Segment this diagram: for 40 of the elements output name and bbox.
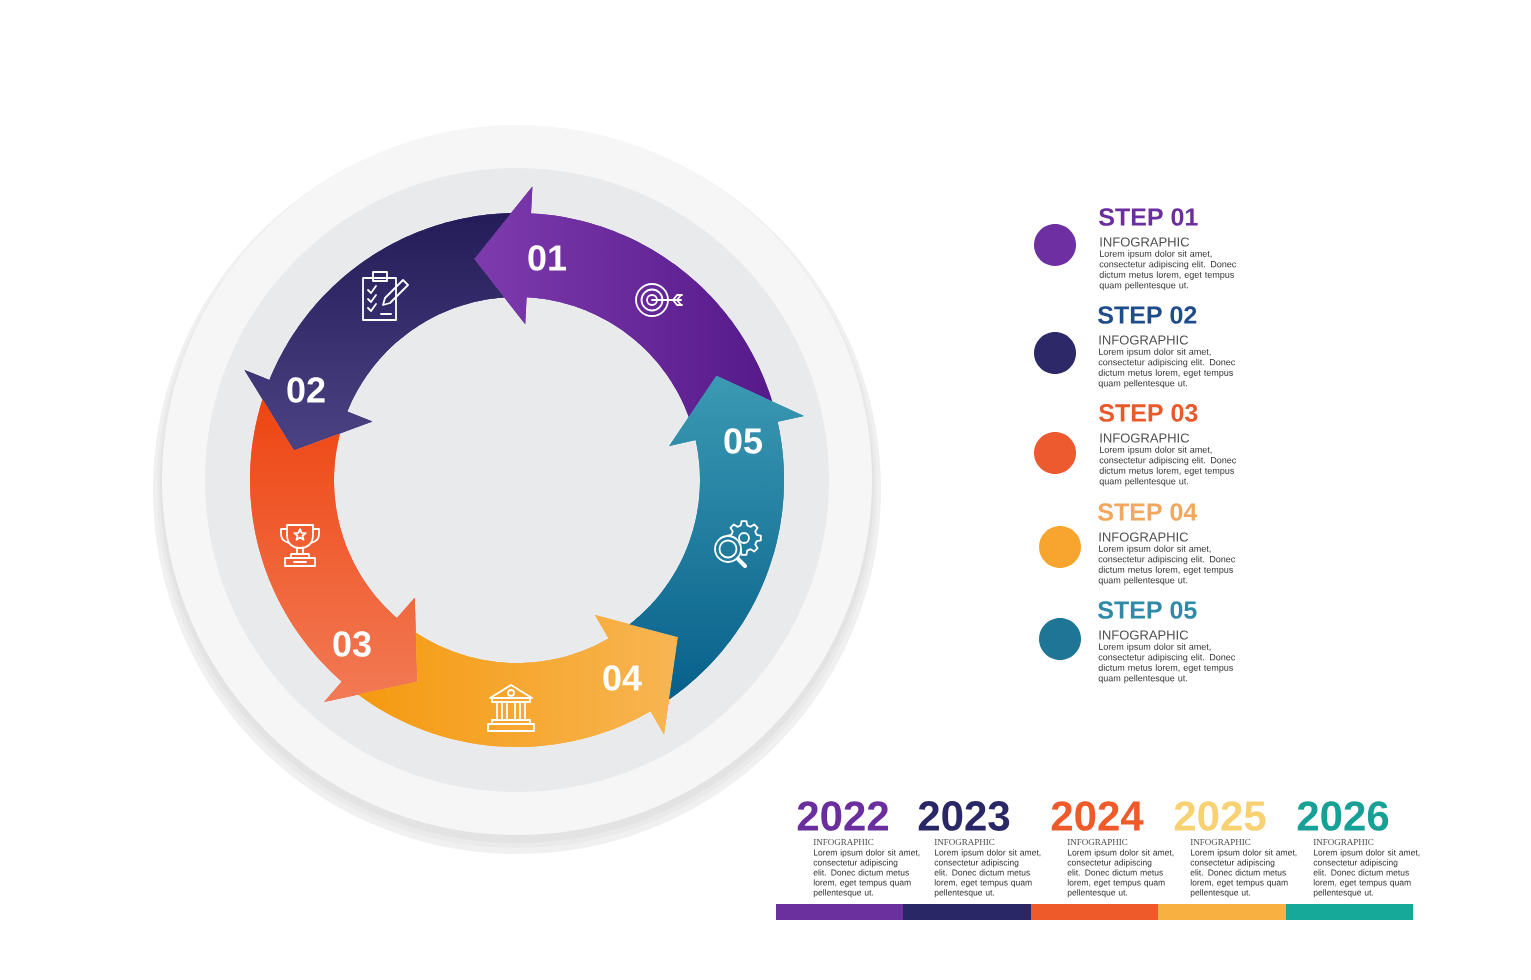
timeline-bar (1031, 904, 1158, 920)
year-heading: 2026 (1297, 801, 1389, 831)
subheading: INFOGRAPHIC (1067, 838, 1128, 845)
subheading: INFOGRAPHIC (1313, 838, 1374, 845)
subheading: INFOGRAPHIC (1099, 335, 1189, 345)
body-text: Lorem ipsum dolor sit amet, consectetur adipiscing elit. Donec dictum metus lorem, eget tempus quam pellentesque ut. (1098, 643, 1236, 684)
step-heading: STEP 05 (1098, 601, 1197, 619)
subheading: INFOGRAPHIC (1100, 237, 1190, 247)
subheading: INFOGRAPHIC (934, 838, 995, 845)
circle-marker (1039, 526, 1081, 568)
body-text: Lorem ipsum dolor sit amet, consectetur adipiscing elit. Donec dictum metus lorem, eget tempus quam pellentesque ut. (1313, 849, 1420, 898)
body-text: Lorem ipsum dolor sit amet, consectetur adipiscing elit. Donec dictum metus lorem, eget tempus quam pellentesque ut. (813, 849, 920, 898)
circle-marker (1034, 432, 1076, 474)
timeline-bar (1158, 904, 1286, 920)
subheading: INFOGRAPHIC (1099, 630, 1189, 640)
subheading: INFOGRAPHIC (1190, 838, 1251, 845)
body-text: Lorem ipsum dolor sit amet, consectetur adipiscing elit. Donec dictum metus lorem, eget tempus quam pellentesque ut. (934, 849, 1041, 898)
year-heading: 2022 (797, 801, 888, 831)
circle-marker (1034, 224, 1076, 266)
body-text: Lorem ipsum dolor sit amet, consectetur adipiscing elit. Donec dictum metus lorem, eget tempus quam pellentesque ut. (1067, 849, 1174, 898)
timeline-bar (903, 904, 1031, 920)
step-heading: STEP 02 (1098, 306, 1197, 324)
body-text: Lorem ipsum dolor sit amet, consectetur adipiscing elit. Donec dictum metus lorem, eget tempus quam pellentesque ut. (1099, 250, 1237, 291)
step-heading: STEP 01 (1099, 208, 1198, 226)
body-text: Lorem ipsum dolor sit amet, consectetur adipiscing elit. Donec dictum metus lorem, eget tempus quam pellentesque ut. (1098, 545, 1236, 586)
subheading: INFOGRAPHIC (813, 838, 874, 845)
timeline-bar (776, 904, 903, 920)
year-heading: 2024 (1051, 801, 1144, 831)
body-text: Lorem ipsum dolor sit amet, consectetur adipiscing elit. Donec dictum metus lorem, eget tempus quam pellentesque ut. (1190, 849, 1297, 898)
year-heading: 2023 (918, 801, 1010, 831)
step-heading: STEP 04 (1098, 503, 1198, 521)
step-heading: STEP 03 (1099, 404, 1198, 422)
circle-marker (1039, 618, 1081, 660)
body-text: Lorem ipsum dolor sit amet, consectetur adipiscing elit. Donec dictum metus lorem, eget tempus quam pellentesque ut. (1099, 446, 1237, 487)
timeline-bar (1286, 904, 1413, 920)
subheading: INFOGRAPHIC (1099, 532, 1189, 542)
subheading: INFOGRAPHIC (1100, 433, 1190, 443)
year-heading: 2025 (1174, 801, 1266, 831)
body-text: Lorem ipsum dolor sit amet, consectetur adipiscing elit. Donec dictum metus lorem, eget tempus quam pellentesque ut. (1098, 348, 1236, 389)
circle-marker (1034, 332, 1076, 374)
